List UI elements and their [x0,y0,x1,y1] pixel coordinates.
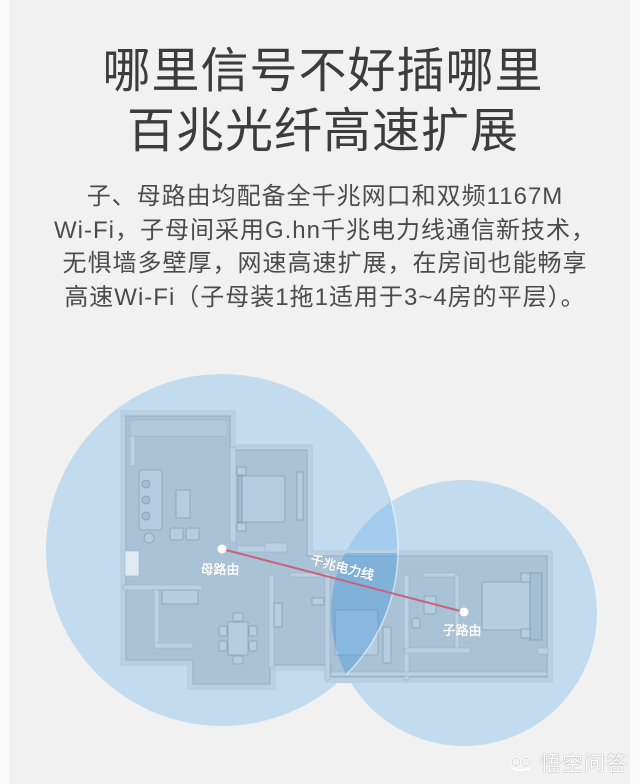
description-line: 高速Wi-Fi（子母装1拖1适用于3~4房的平层）。 [64,283,586,311]
bed [481,581,531,631]
nightstand [236,522,247,532]
wall [330,671,548,677]
chair [218,625,228,637]
wall [153,642,194,649]
headboard [237,475,243,523]
ottoman [185,527,200,541]
nightstand [520,628,531,639]
headline: 哪里信号不好插哪里 百兆光纤高速扩展 [8,41,638,161]
window-ledge [129,419,228,437]
wall [404,647,471,654]
watermark: 悟空问答 [510,750,628,776]
description-line: Wi-Fi，子母间采用G.hn千兆电力线通信新技术， [54,216,596,244]
chair [232,655,244,665]
powerline-link [221,548,465,613]
sink [411,617,421,629]
shelf [311,597,325,606]
sub-router-dot [459,607,469,617]
wall [264,542,288,553]
headline-line-2: 百兆光纤高速扩展 [126,103,519,159]
dining-table [227,621,249,656]
main-router-dot [217,544,227,554]
wardrobe [296,471,304,521]
chair [218,640,228,652]
wall [324,576,331,681]
chair [232,612,244,622]
floor-inner-edge [125,415,548,685]
wall [537,647,549,655]
sofa-cushion [141,511,151,521]
coffee-table [175,489,191,519]
cabinet [273,602,283,628]
wall [129,435,136,467]
description-line: 无惧墙多壁厚，网速高速扩展，在房间也能畅享 [62,250,588,277]
wall [153,589,160,648]
description-line: 子、母路由均配备全千兆网口和双频1167M [86,183,564,210]
ottoman [169,527,184,541]
wall [229,446,237,543]
coverage-edge [331,480,399,727]
stool [143,532,155,544]
chair [248,625,258,637]
wall [122,584,203,591]
side-table [382,626,392,664]
description: 子、母路由均配备全千兆网口和双频1167M Wi-Fi，子母间采用G.hn千兆电… [10,180,640,314]
floor-plan [120,410,553,690]
headline-line-1: 哪里信号不好插哪里 [102,43,544,99]
main-router-label: 母路由 [200,562,239,578]
wall [289,572,331,578]
wukong-logo-icon [510,756,532,771]
wall [403,574,410,681]
sofa-cushion [141,495,151,505]
headboard [529,572,543,641]
wall [236,545,268,553]
sofa-cushion [141,479,151,489]
watermark-text: 悟空问答 [540,752,628,776]
nightstand [236,466,247,476]
wall [422,572,459,578]
bed [239,475,286,523]
wall [268,574,275,669]
sub-router-label: 子路由 [442,623,481,639]
door-panel [124,550,140,577]
cabinet [161,589,199,605]
nightstand [520,572,531,583]
chair [248,640,258,652]
